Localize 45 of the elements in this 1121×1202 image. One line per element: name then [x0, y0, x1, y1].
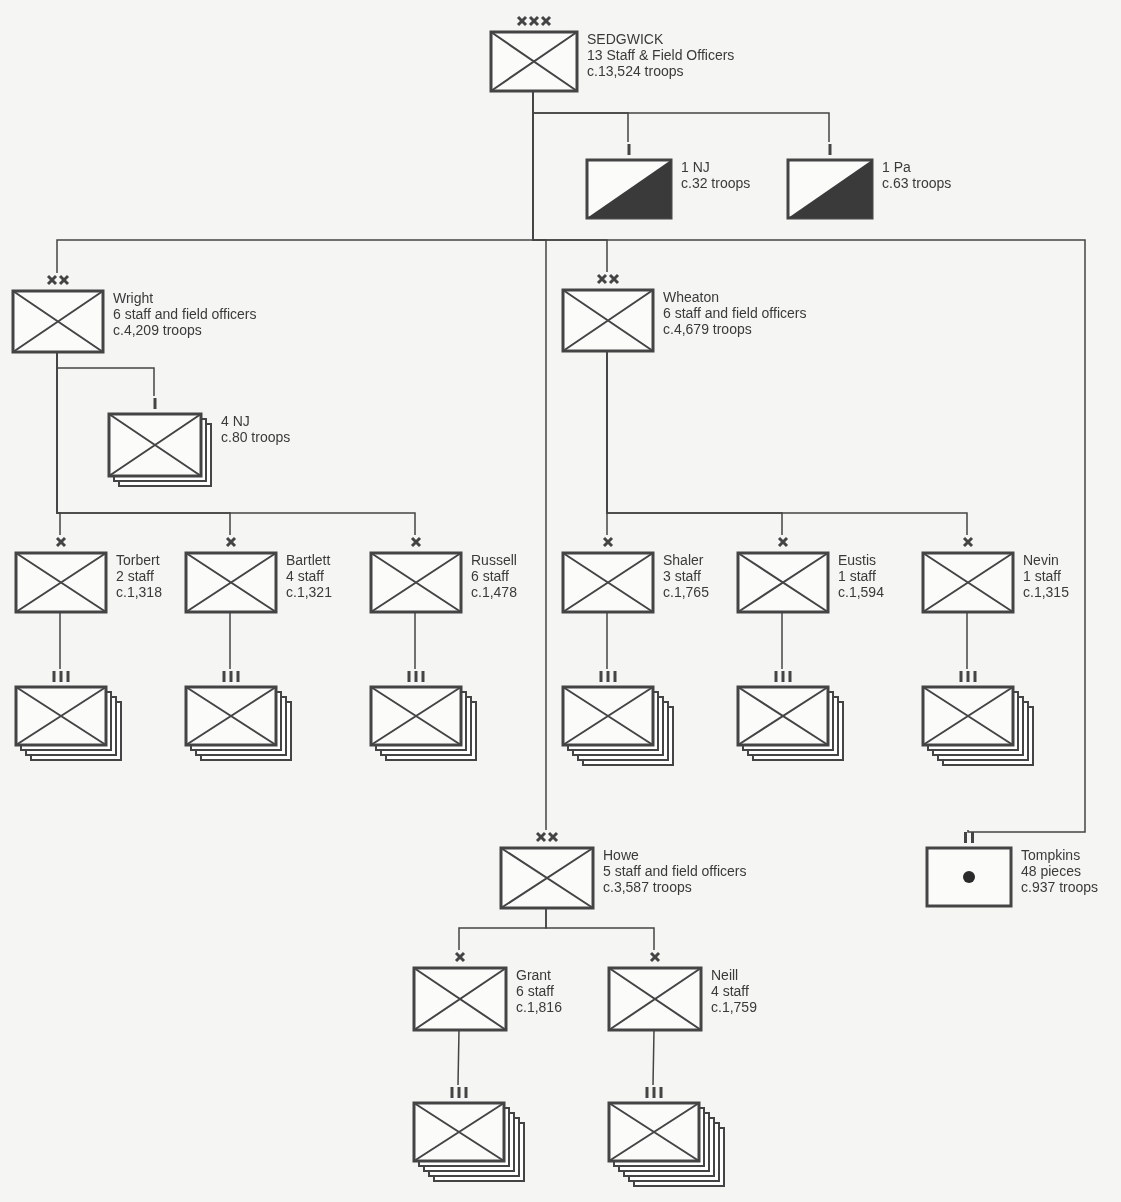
unit-name: SEDGWICK: [587, 31, 665, 47]
unit-detail: c.1,318: [116, 584, 162, 600]
unit-detail: 5 staff and field officers: [603, 863, 747, 879]
unit-detail: c.1,759: [711, 999, 757, 1015]
unit-detail: c.1,321: [286, 584, 332, 600]
unit-detail: 4 staff: [286, 568, 325, 584]
unit-detail: c.1,816: [516, 999, 562, 1015]
unit-name: Bartlett: [286, 552, 332, 568]
unit-detail: c.13,524 troops: [587, 63, 685, 79]
unit-detail: 3 staff: [663, 568, 702, 584]
unit-name: Russell: [471, 552, 517, 568]
unit-detail: c.4,209 troops: [113, 322, 203, 338]
unit-detail: c.1,594: [838, 584, 884, 600]
unit-detail: 6 staff: [516, 983, 555, 999]
unit-detail: c.63 troops: [882, 175, 952, 191]
unit-name: Tompkins: [1021, 847, 1082, 863]
unit-name: Howe: [603, 847, 640, 863]
unit-detail: 1 staff: [838, 568, 877, 584]
unit-name: 4 NJ: [221, 413, 251, 429]
unit-detail: 6 staff and field officers: [663, 305, 807, 321]
unit-name: Wright: [113, 290, 155, 306]
unit-detail: 13 Staff & Field Officers: [587, 47, 735, 63]
unit-name: Neill: [711, 967, 740, 983]
unit-name: Wheaton: [663, 289, 721, 305]
unit-detail: 48 pieces: [1021, 863, 1082, 879]
unit-name: Shaler: [663, 552, 705, 568]
unit-name: 1 Pa: [882, 159, 912, 175]
unit-name: 1 NJ: [681, 159, 711, 175]
unit-detail: c.80 troops: [221, 429, 291, 445]
unit-name: Grant: [516, 967, 552, 983]
unit-detail: 1 staff: [1023, 568, 1062, 584]
unit-detail: 6 staff and field officers: [113, 306, 257, 322]
unit-name: Torbert: [116, 552, 161, 568]
unit-name: Eustis: [838, 552, 878, 568]
unit-detail: c.3,587 troops: [603, 879, 693, 895]
unit-detail: 4 staff: [711, 983, 750, 999]
unit-detail: 6 staff: [471, 568, 510, 584]
unit-detail: c.937 troops: [1021, 879, 1099, 895]
unit-detail: c.1,478: [471, 584, 517, 600]
unit-detail: c.32 troops: [681, 175, 751, 191]
unit-detail: c.1,765: [663, 584, 709, 600]
unit-name: Nevin: [1023, 552, 1060, 568]
unit-detail: c.1,315: [1023, 584, 1069, 600]
unit-detail: 2 staff: [116, 568, 155, 584]
unit-detail: c.4,679 troops: [663, 321, 753, 337]
